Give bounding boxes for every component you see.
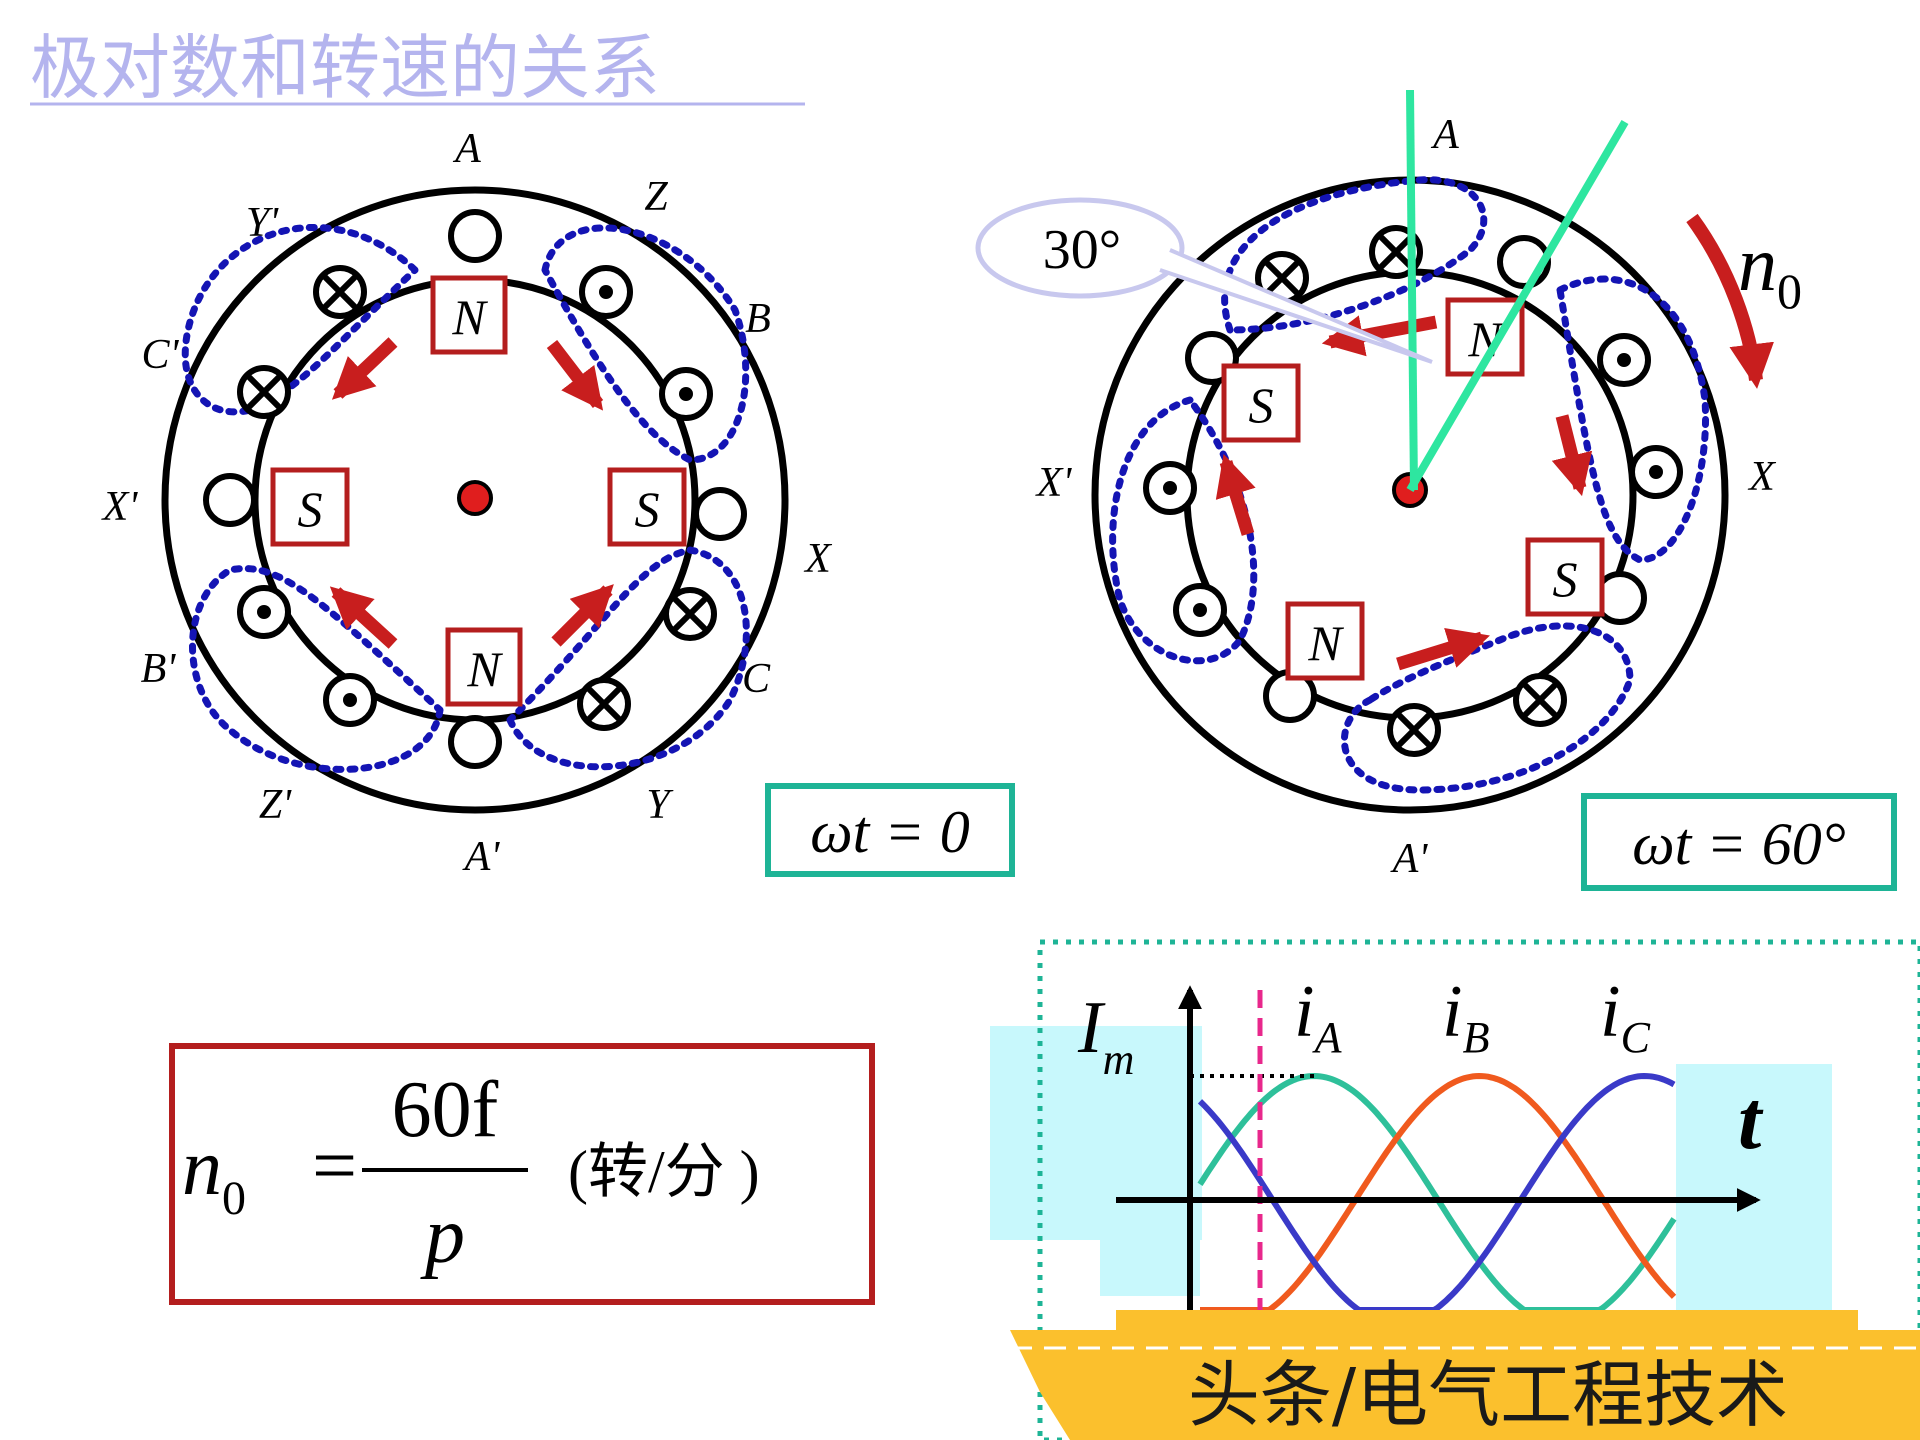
conductor-cross-icon <box>237 365 291 419</box>
slide-title: 极对数和转速的关系 <box>30 27 660 109</box>
banner-body <box>1116 1310 1858 1440</box>
highlight-left <box>990 1026 1202 1240</box>
speed-formula: n0 = 60f p (转/分 ) <box>169 1043 875 1305</box>
series-label-c: iC <box>1600 971 1651 1062</box>
conductor-dot-icon <box>1597 333 1651 387</box>
phase-label-a-prime: A' <box>1390 836 1429 882</box>
conductor-group-right <box>1143 225 1683 757</box>
conductor-dot-icon <box>1629 445 1683 499</box>
rotation-arrow-icon <box>1686 213 1774 389</box>
angle-callout-bubble <box>975 197 1185 299</box>
pole-box-right <box>607 467 687 547</box>
conductor-empty <box>448 209 502 263</box>
formula-equals: = <box>312 1122 357 1210</box>
series-label-b: iB <box>1442 971 1489 1062</box>
conductor-empty <box>203 473 257 527</box>
speed-label: n0 <box>1738 220 1802 319</box>
pole-box-n2 <box>1285 601 1365 681</box>
conductor-dot-icon <box>659 367 713 421</box>
stator-diagram-right: N S S N 30° n0 A X A' X' ωt <box>975 89 1897 891</box>
amplitude-label: Im <box>1077 987 1134 1084</box>
stator-outer-ring <box>161 186 789 814</box>
conductor-cross-icon <box>1513 673 1567 727</box>
pole-label-top: N <box>451 289 488 345</box>
pole-box-bottom <box>445 627 523 707</box>
pole-box-s1 <box>1221 363 1301 443</box>
conductor-dot-icon <box>579 265 633 319</box>
pole-label-right: S <box>635 481 660 537</box>
phase-label-c: C <box>742 656 771 702</box>
conductor-cross-icon <box>1255 251 1309 305</box>
phase-label-a: A <box>1430 112 1459 158</box>
pole-label-s1: S <box>1249 377 1274 433</box>
phase-label-a: A <box>452 126 481 172</box>
reference-axis-rotated <box>1406 119 1629 493</box>
phase-label-x: X <box>1747 454 1777 500</box>
conductor-empty <box>693 487 747 541</box>
phase-label-b-prime: B' <box>141 646 177 692</box>
waveform-curves <box>1197 1072 1677 1313</box>
pole-label-n2: N <box>1307 615 1344 671</box>
phase-labels-left: A Z B X C Y A' Z' B' X' C' Y' <box>101 126 833 880</box>
conductor-dot-icon <box>237 585 291 639</box>
phase-label-y-prime: Y' <box>246 200 279 246</box>
caption-text-left: ωt = 0 <box>810 799 970 865</box>
pole-box-top <box>430 275 508 355</box>
waveform-curve-b <box>1200 1072 1677 1313</box>
conductor-cross-icon <box>663 587 717 641</box>
stator-diagram-left: N N S S A Z B X C Y A' Z' B' X' C' Y' <box>101 126 1015 880</box>
phase-label-c-prime: C' <box>142 332 180 378</box>
banner-text: 头条/电气工程技术 <box>1188 1353 1788 1437</box>
formula-numerator: 60f <box>392 1066 499 1154</box>
highlight-left-lower <box>1100 1236 1200 1296</box>
conductor-dot-icon <box>323 673 377 727</box>
pole-label-s2: S <box>1553 551 1578 607</box>
waveform-panel: Im t iA iB iC <box>990 939 1920 1440</box>
phase-label-z-prime: Z' <box>259 782 292 828</box>
pole-box-left <box>270 467 350 547</box>
conductor-empty <box>448 715 502 769</box>
time-label: t <box>1738 1074 1764 1167</box>
watermark-banner: 头条/电气工程技术 <box>1010 1310 1920 1440</box>
reference-axis-vertical <box>1406 89 1418 491</box>
series-label-a: iA <box>1294 971 1343 1062</box>
formula-unit: (转/分 ) <box>568 1139 760 1205</box>
phase-label-x-prime: X' <box>101 484 139 530</box>
phase-label-z: Z <box>644 174 668 220</box>
phase-label-x-prime: X' <box>1035 460 1073 506</box>
caption-box-right <box>1581 793 1897 891</box>
angle-callout-pointer <box>1159 248 1433 364</box>
conductor-cross-icon <box>1387 703 1441 757</box>
phase-label-y: Y <box>646 782 674 828</box>
flux-arrows-right <box>1215 315 1593 671</box>
phase-label-a-prime: A' <box>462 834 501 880</box>
pole-label-bottom: N <box>466 641 503 697</box>
caption-box-left <box>765 783 1015 877</box>
phase-label-x: X <box>803 536 833 582</box>
conductor-cross-icon <box>577 677 631 731</box>
conductor-dot-icon <box>1143 461 1197 515</box>
phase-labels-right: A X A' X' <box>1035 112 1777 882</box>
rotor-center-dot <box>457 480 493 516</box>
formula-denominator: p <box>420 1192 465 1280</box>
conductor-cross-icon <box>313 265 367 319</box>
angle-callout-text: 30° <box>1043 219 1121 281</box>
caption-text-right: ωt = 60° <box>1632 811 1846 877</box>
conductor-group-left <box>203 209 747 769</box>
pole-label-left: S <box>298 481 323 537</box>
flux-arrows-left <box>329 337 614 649</box>
pole-box-s2 <box>1525 537 1605 617</box>
formula-lhs: n0 <box>182 1124 246 1225</box>
phase-label-b: B <box>745 296 771 342</box>
waveform-curve-c <box>1197 1072 1676 1313</box>
conductor-dot-icon <box>1173 583 1227 637</box>
coil-loops-left <box>181 223 750 773</box>
formula-box <box>169 1043 875 1305</box>
